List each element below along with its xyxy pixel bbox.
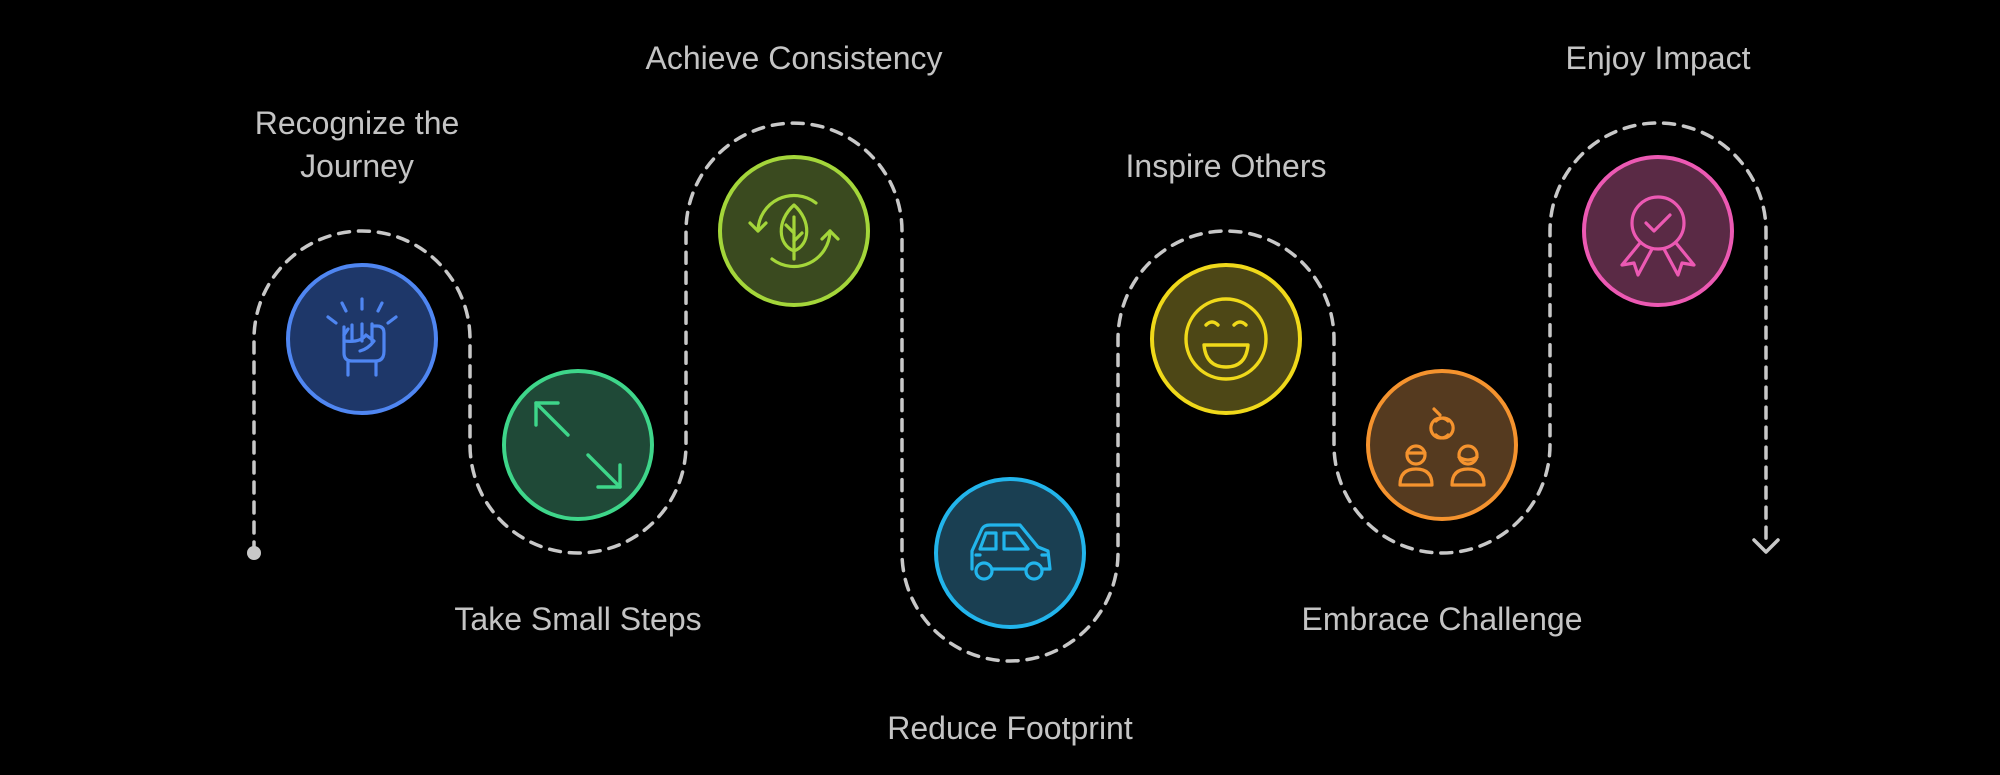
step-node-4	[934, 477, 1086, 629]
path-end-arrowhead	[1752, 538, 1780, 554]
step-label-2: Take Small Steps	[454, 601, 702, 637]
step-label-3: Achieve Consistency	[645, 40, 943, 76]
step-node-1	[286, 263, 438, 415]
award-ribbon-icon	[1620, 195, 1696, 277]
journey-path	[252, 121, 1768, 663]
step-node-5	[1150, 263, 1302, 415]
step-node-3	[718, 155, 870, 307]
step-label-7: Enjoy Impact	[1565, 40, 1751, 76]
smiley-face-icon	[1184, 297, 1268, 381]
step-node-2	[502, 369, 654, 521]
expand-arrows-icon	[534, 401, 622, 489]
path-start-dot	[247, 546, 261, 560]
step-label-6: Embrace Challenge	[1301, 601, 1583, 637]
step-node-6	[1366, 369, 1518, 521]
people-collaboration-icon	[1398, 407, 1486, 487]
raised-fist-icon	[326, 297, 398, 377]
car-icon	[970, 523, 1052, 581]
step-label-4: Reduce Footprint	[887, 710, 1133, 746]
step-label-5: Inspire Others	[1125, 148, 1327, 184]
eco-recycle-leaf-icon	[748, 193, 840, 269]
step-node-7	[1582, 155, 1734, 307]
step-label-1: Recognize the Journey	[254, 105, 460, 184]
